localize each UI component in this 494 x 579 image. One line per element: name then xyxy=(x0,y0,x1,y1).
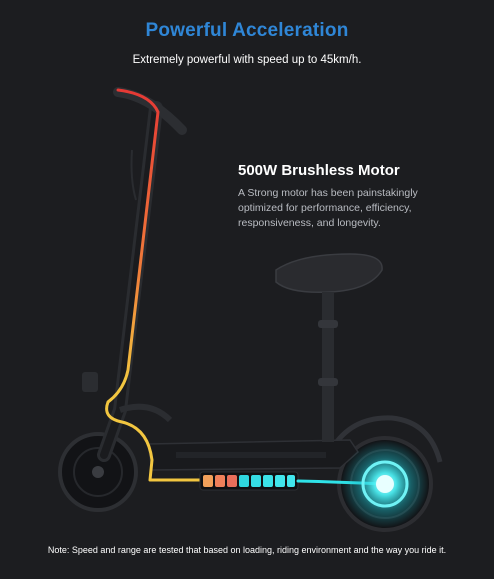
feature-title: 500W Brushless Motor xyxy=(238,162,400,179)
handlebar xyxy=(113,87,187,201)
disclaimer-note: Note: Speed and range are tested that ba… xyxy=(47,545,447,555)
scooter-deck xyxy=(147,439,359,471)
page-subheadline: Extremely powerful with speed up to 45km… xyxy=(132,54,362,66)
motor-glow-icon xyxy=(341,440,429,528)
steering-column xyxy=(82,101,173,462)
battery-cells-icon xyxy=(199,471,299,491)
front-wheel xyxy=(58,432,138,512)
seat xyxy=(275,253,383,442)
feature-description: A Strong motor has been painstakingly op… xyxy=(238,187,418,229)
page-headline: Powerful Acceleration xyxy=(145,20,349,41)
power-wire xyxy=(105,88,202,482)
